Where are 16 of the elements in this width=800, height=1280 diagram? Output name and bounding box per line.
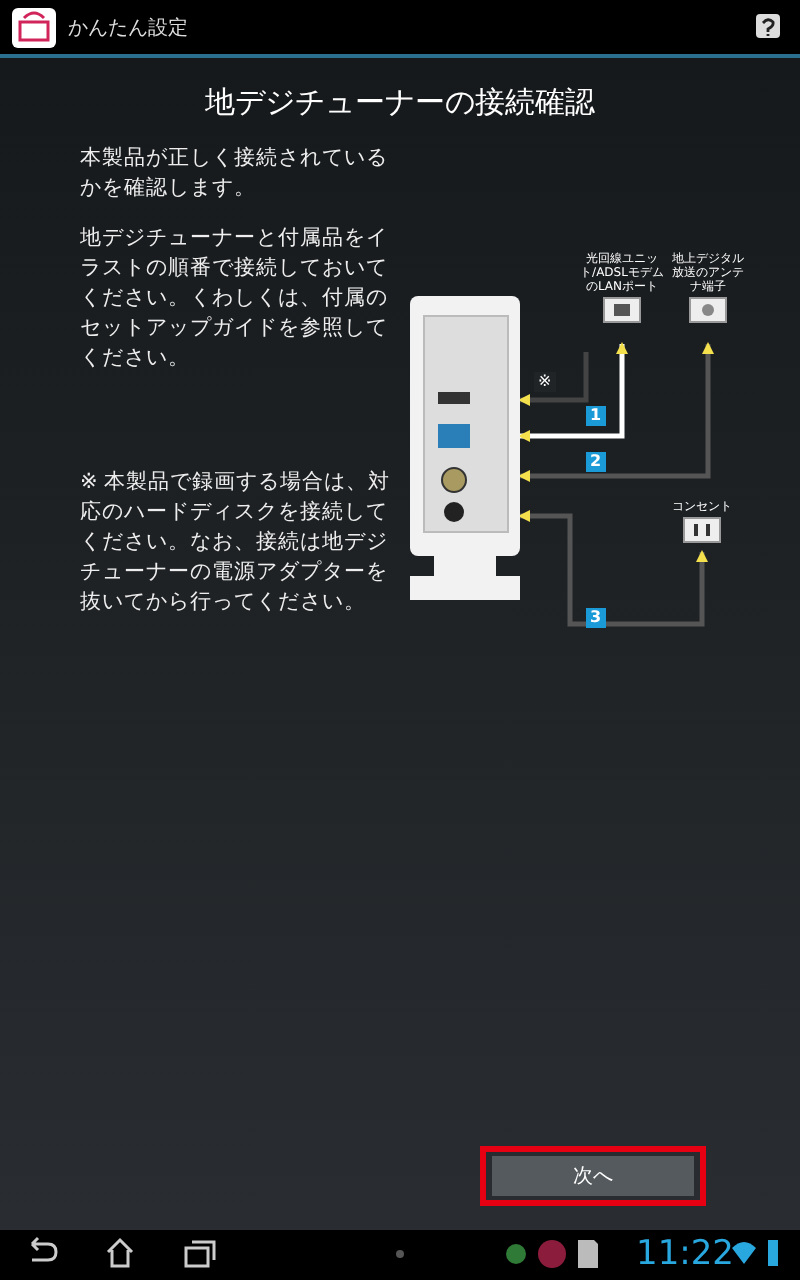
tuner-drawing	[410, 296, 520, 600]
cable	[518, 510, 708, 627]
paragraph: 地デジチューナーと付属品をイラストの順番で接続しておいてください。くわしくは、付属のセットアップガイドを参照してください。	[80, 224, 390, 374]
paragraph: 本製品が正しく接続されているかを確認します。	[80, 144, 390, 204]
page-title: 地デジチューナーの接続確認	[203, 84, 597, 122]
step-number: 1	[586, 406, 606, 426]
cable	[518, 352, 589, 406]
app-title: かんたん設定	[68, 15, 188, 42]
edge-label: ※	[534, 372, 556, 392]
step-number: 2	[586, 452, 606, 472]
next-button: 次へ	[492, 1156, 694, 1196]
paragraph: ※ 本製品で録画する場合は、対応のハードディスクを接続してください。なお、接続は地デジチューナーの電源アダプターを抜いてから行ってください。	[80, 468, 393, 618]
cable	[518, 342, 714, 482]
clock: 11:22	[636, 1234, 734, 1274]
cable	[518, 342, 628, 442]
step-number: 3	[586, 608, 606, 628]
